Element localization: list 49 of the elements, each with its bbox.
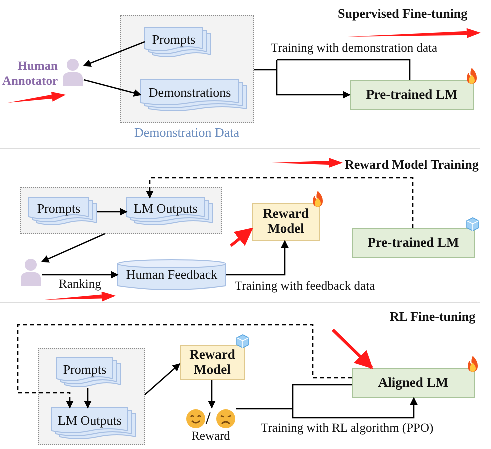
document-stack	[141, 80, 247, 112]
dashed-arrow	[146, 177, 414, 228]
edge-label: Training with RL algorithm (PPO)	[260, 422, 435, 436]
node-label: Pre-trained LM	[366, 234, 460, 252]
node-label: LM Outputs	[57, 412, 123, 430]
document-stack	[29, 198, 97, 226]
document-stack	[145, 28, 211, 58]
node-label: Human Feedback	[125, 266, 219, 284]
node-label: Prompts	[36, 200, 82, 218]
edge-label: Training with demonstration data	[270, 42, 439, 56]
node-label: Aligned LM	[377, 374, 450, 392]
separator-text: /	[206, 409, 211, 429]
arrow	[253, 59, 411, 99]
arrow	[42, 271, 119, 279]
node-label: LM Outputs	[133, 200, 199, 218]
dashed-group-box	[38, 348, 145, 445]
arrow	[235, 384, 418, 419]
section-title: Reward Model Training	[345, 157, 479, 173]
dashed-arrow	[17, 324, 352, 409]
highlight-arrow	[332, 328, 374, 370]
person-icon	[62, 58, 84, 86]
arrow	[208, 380, 216, 409]
arrow	[97, 208, 128, 216]
node-label: Reward Model	[188, 346, 236, 378]
document-stack	[57, 358, 121, 388]
node-label: Prompts	[151, 30, 197, 49]
section-title: Supervised Fine-tuning	[338, 6, 468, 22]
node-caption: Human Annotator	[2, 59, 58, 89]
arrow	[226, 240, 289, 276]
document-stack	[127, 198, 213, 226]
dashed-group-box	[20, 187, 222, 234]
highlight-arrow	[230, 228, 254, 248]
arrow	[144, 363, 181, 396]
node-label: Prompts	[62, 360, 108, 379]
node-label: Demonstrations	[148, 84, 232, 102]
edge-label: Training with feedback data	[234, 280, 376, 294]
document-stack	[52, 408, 136, 440]
database-cylinder	[118, 259, 226, 291]
node-label: Reward Model	[262, 205, 310, 238]
section-title: RL Fine-tuning	[390, 309, 476, 325]
node-label: Reward	[190, 429, 232, 444]
edge-label: Ranking	[58, 278, 102, 292]
arrow	[84, 388, 92, 409]
arrow	[41, 233, 106, 263]
person-icon	[20, 258, 42, 286]
group-label: Demonstration Data	[133, 125, 241, 141]
arrow	[84, 79, 142, 97]
node-label: Pre-trained LM	[365, 86, 459, 104]
arrow	[83, 41, 146, 68]
